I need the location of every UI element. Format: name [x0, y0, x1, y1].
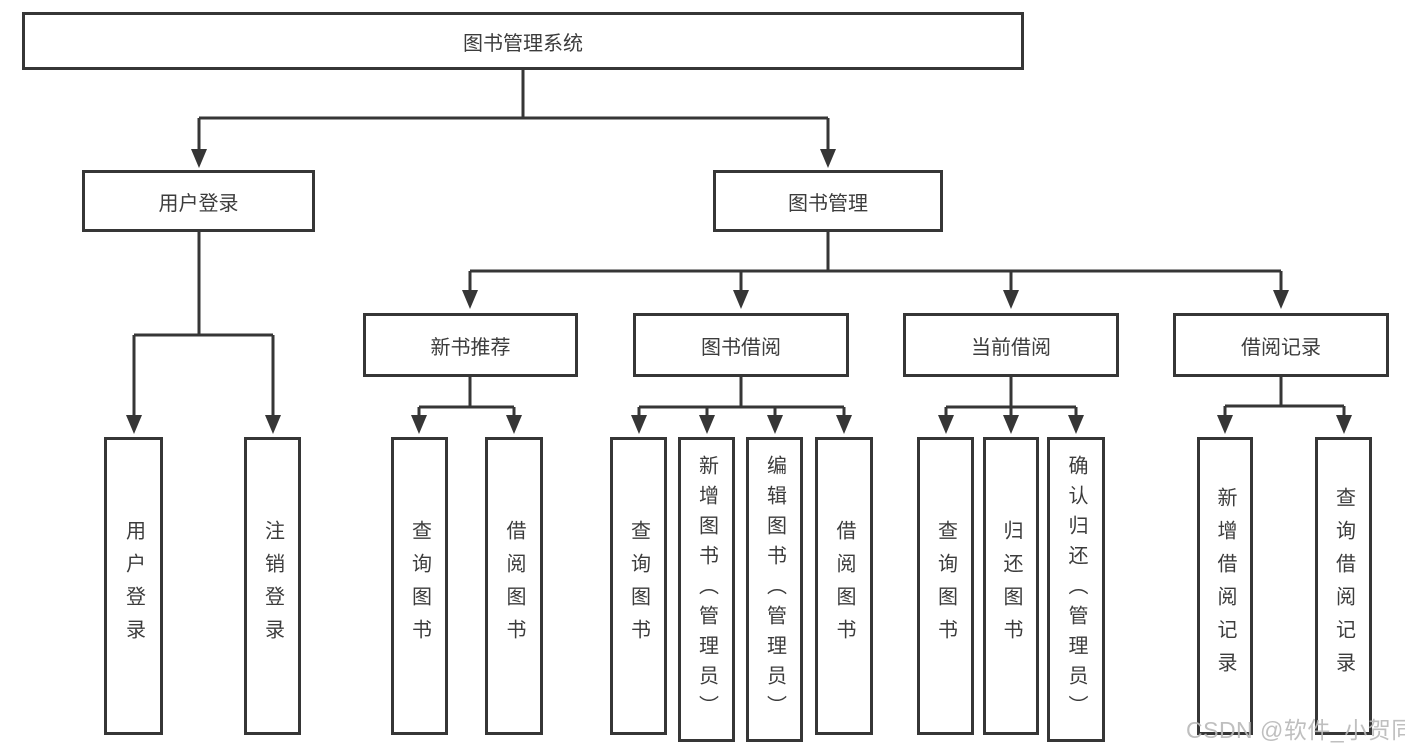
leaf-return-books: 归还图书 — [983, 437, 1039, 735]
node-library-management-system: 图书管理系统 — [22, 12, 1024, 70]
leaf-label: 归还图书 — [1000, 520, 1022, 652]
leaf-add-book-admin: 新增图书（管理员） — [678, 437, 735, 742]
leaf-label: 编辑图书（管理员） — [763, 454, 786, 725]
leaf-label: 查询图书 — [934, 520, 957, 652]
leaf-query-books-recommend: 查询图书 — [391, 437, 448, 735]
node-label: 图书管理 — [788, 192, 868, 215]
leaf-label: 用户登录 — [122, 520, 145, 652]
leaf-edit-book-admin: 编辑图书（管理员） — [746, 437, 803, 742]
leaf-label: 查询图书 — [408, 520, 431, 652]
leaf-label: 借阅图书 — [833, 520, 855, 652]
leaf-borrow-books-recommend: 借阅图书 — [485, 437, 543, 735]
csdn-watermark: CSDN @软件_小贺同学 — [1186, 717, 1405, 743]
leaf-label: 查询图书 — [627, 520, 650, 652]
node-label: 图书管理系统 — [463, 32, 583, 55]
leaf-user-login: 用户登录 — [104, 437, 163, 735]
leaf-query-books-borrowing: 查询图书 — [610, 437, 667, 735]
node-label: 当前借阅 — [971, 336, 1051, 359]
leaf-label: 查询借阅记录 — [1332, 487, 1355, 685]
node-user-login: 用户登录 — [82, 170, 315, 232]
leaf-label: 确认归还（管理员） — [1065, 454, 1087, 725]
leaf-label: 注销登录 — [261, 520, 284, 652]
leaf-label: 新增借阅记录 — [1214, 487, 1236, 685]
leaf-label: 新增图书（管理员） — [695, 454, 718, 725]
leaf-label: 借阅图书 — [503, 520, 525, 652]
node-book-borrowing: 图书借阅 — [633, 313, 849, 377]
node-label: 借阅记录 — [1241, 336, 1321, 359]
leaf-query-borrow-record: 查询借阅记录 — [1315, 437, 1372, 735]
node-borrowing-records: 借阅记录 — [1173, 313, 1389, 377]
leaf-borrow-books-borrowing: 借阅图书 — [815, 437, 873, 735]
leaf-confirm-return-admin: 确认归还（管理员） — [1047, 437, 1105, 742]
node-label: 图书借阅 — [701, 336, 781, 359]
node-book-management: 图书管理 — [713, 170, 943, 232]
leaf-add-borrow-record: 新增借阅记录 — [1197, 437, 1253, 735]
node-label: 新书推荐 — [430, 336, 511, 359]
node-current-borrowing: 当前借阅 — [903, 313, 1119, 377]
node-new-book-recommend: 新书推荐 — [363, 313, 578, 377]
arrowheads — [126, 149, 1352, 434]
leaf-query-books-current: 查询图书 — [917, 437, 974, 735]
leaf-logout: 注销登录 — [244, 437, 301, 735]
node-label: 用户登录 — [158, 192, 239, 215]
